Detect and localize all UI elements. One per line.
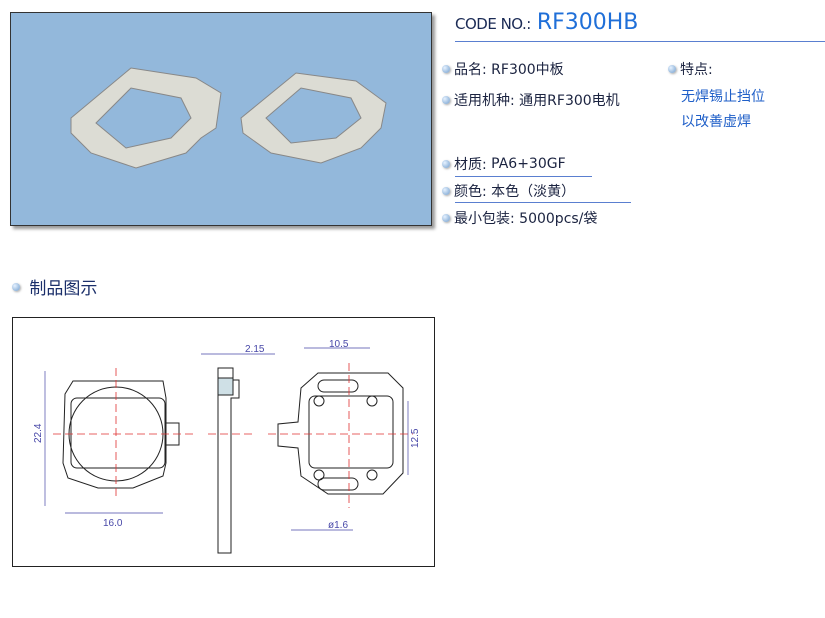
dim-height: 22.4 (33, 423, 44, 443)
section-title-text: 制品图示 (29, 279, 98, 299)
spec-model: 适用机种: 通用RF300电机 (442, 90, 620, 110)
bullet-icon (442, 65, 450, 73)
bullet-icon (442, 96, 450, 104)
spec-name: 品名: RF300中板 (442, 59, 564, 79)
spec-label: 适用机种: (454, 93, 515, 109)
dim-width: 16.0 (103, 518, 123, 529)
product-render (70, 67, 387, 169)
code-value: RF300HB (536, 10, 639, 35)
spec-material: 材质: PA6+30GF (442, 154, 566, 174)
dim-hole-span: 10.5 (329, 339, 349, 350)
spec-packing: 最小包装: 5000pcs/袋 (442, 208, 597, 228)
spec-label: 颜色: (454, 184, 487, 200)
spec-color: 颜色: 本色（淡黄） (442, 181, 575, 201)
drawing-svg: 22.4 16.0 2.15 10.5 12.5 ø1.6 (33, 339, 421, 554)
spec-value: 5000pcs/袋 (519, 211, 598, 227)
feature-line: 无焊锡止挡位 (681, 89, 765, 105)
bullet-icon (442, 160, 450, 168)
spec-label: 最小包装: (454, 211, 515, 227)
features-label: 特点: (680, 62, 713, 78)
code-label: CODE NO.: (455, 15, 531, 33)
spec-value: 通用RF300电机 (519, 93, 620, 109)
spec-value: RF300中板 (491, 62, 564, 78)
dim-hole-dia: ø1.6 (328, 520, 348, 531)
dim-thickness: 2.15 (245, 344, 265, 355)
bullet-icon (442, 187, 450, 195)
feature-line: 以改善虚焊 (681, 114, 751, 130)
bullet-icon (442, 214, 450, 222)
features-heading: 特点: (668, 59, 713, 79)
bullet-icon (668, 65, 676, 73)
technical-drawing: 22.4 16.0 2.15 10.5 12.5 ø1.6 (12, 317, 435, 567)
bullet-icon (12, 282, 20, 291)
code-number: CODE NO.: RF300HB (455, 10, 638, 35)
spec-value: 本色（淡黄） (491, 184, 576, 200)
product-photo (10, 12, 432, 226)
divider (455, 176, 592, 177)
divider (455, 41, 825, 42)
dim-hole-pitch: 12.5 (410, 428, 421, 448)
divider (455, 202, 631, 203)
spec-label: 材质: (454, 157, 487, 173)
spec-value: PA6+30GF (491, 156, 566, 172)
spec-label: 品名: (454, 62, 487, 78)
section-title: 制品图示 (12, 274, 97, 299)
